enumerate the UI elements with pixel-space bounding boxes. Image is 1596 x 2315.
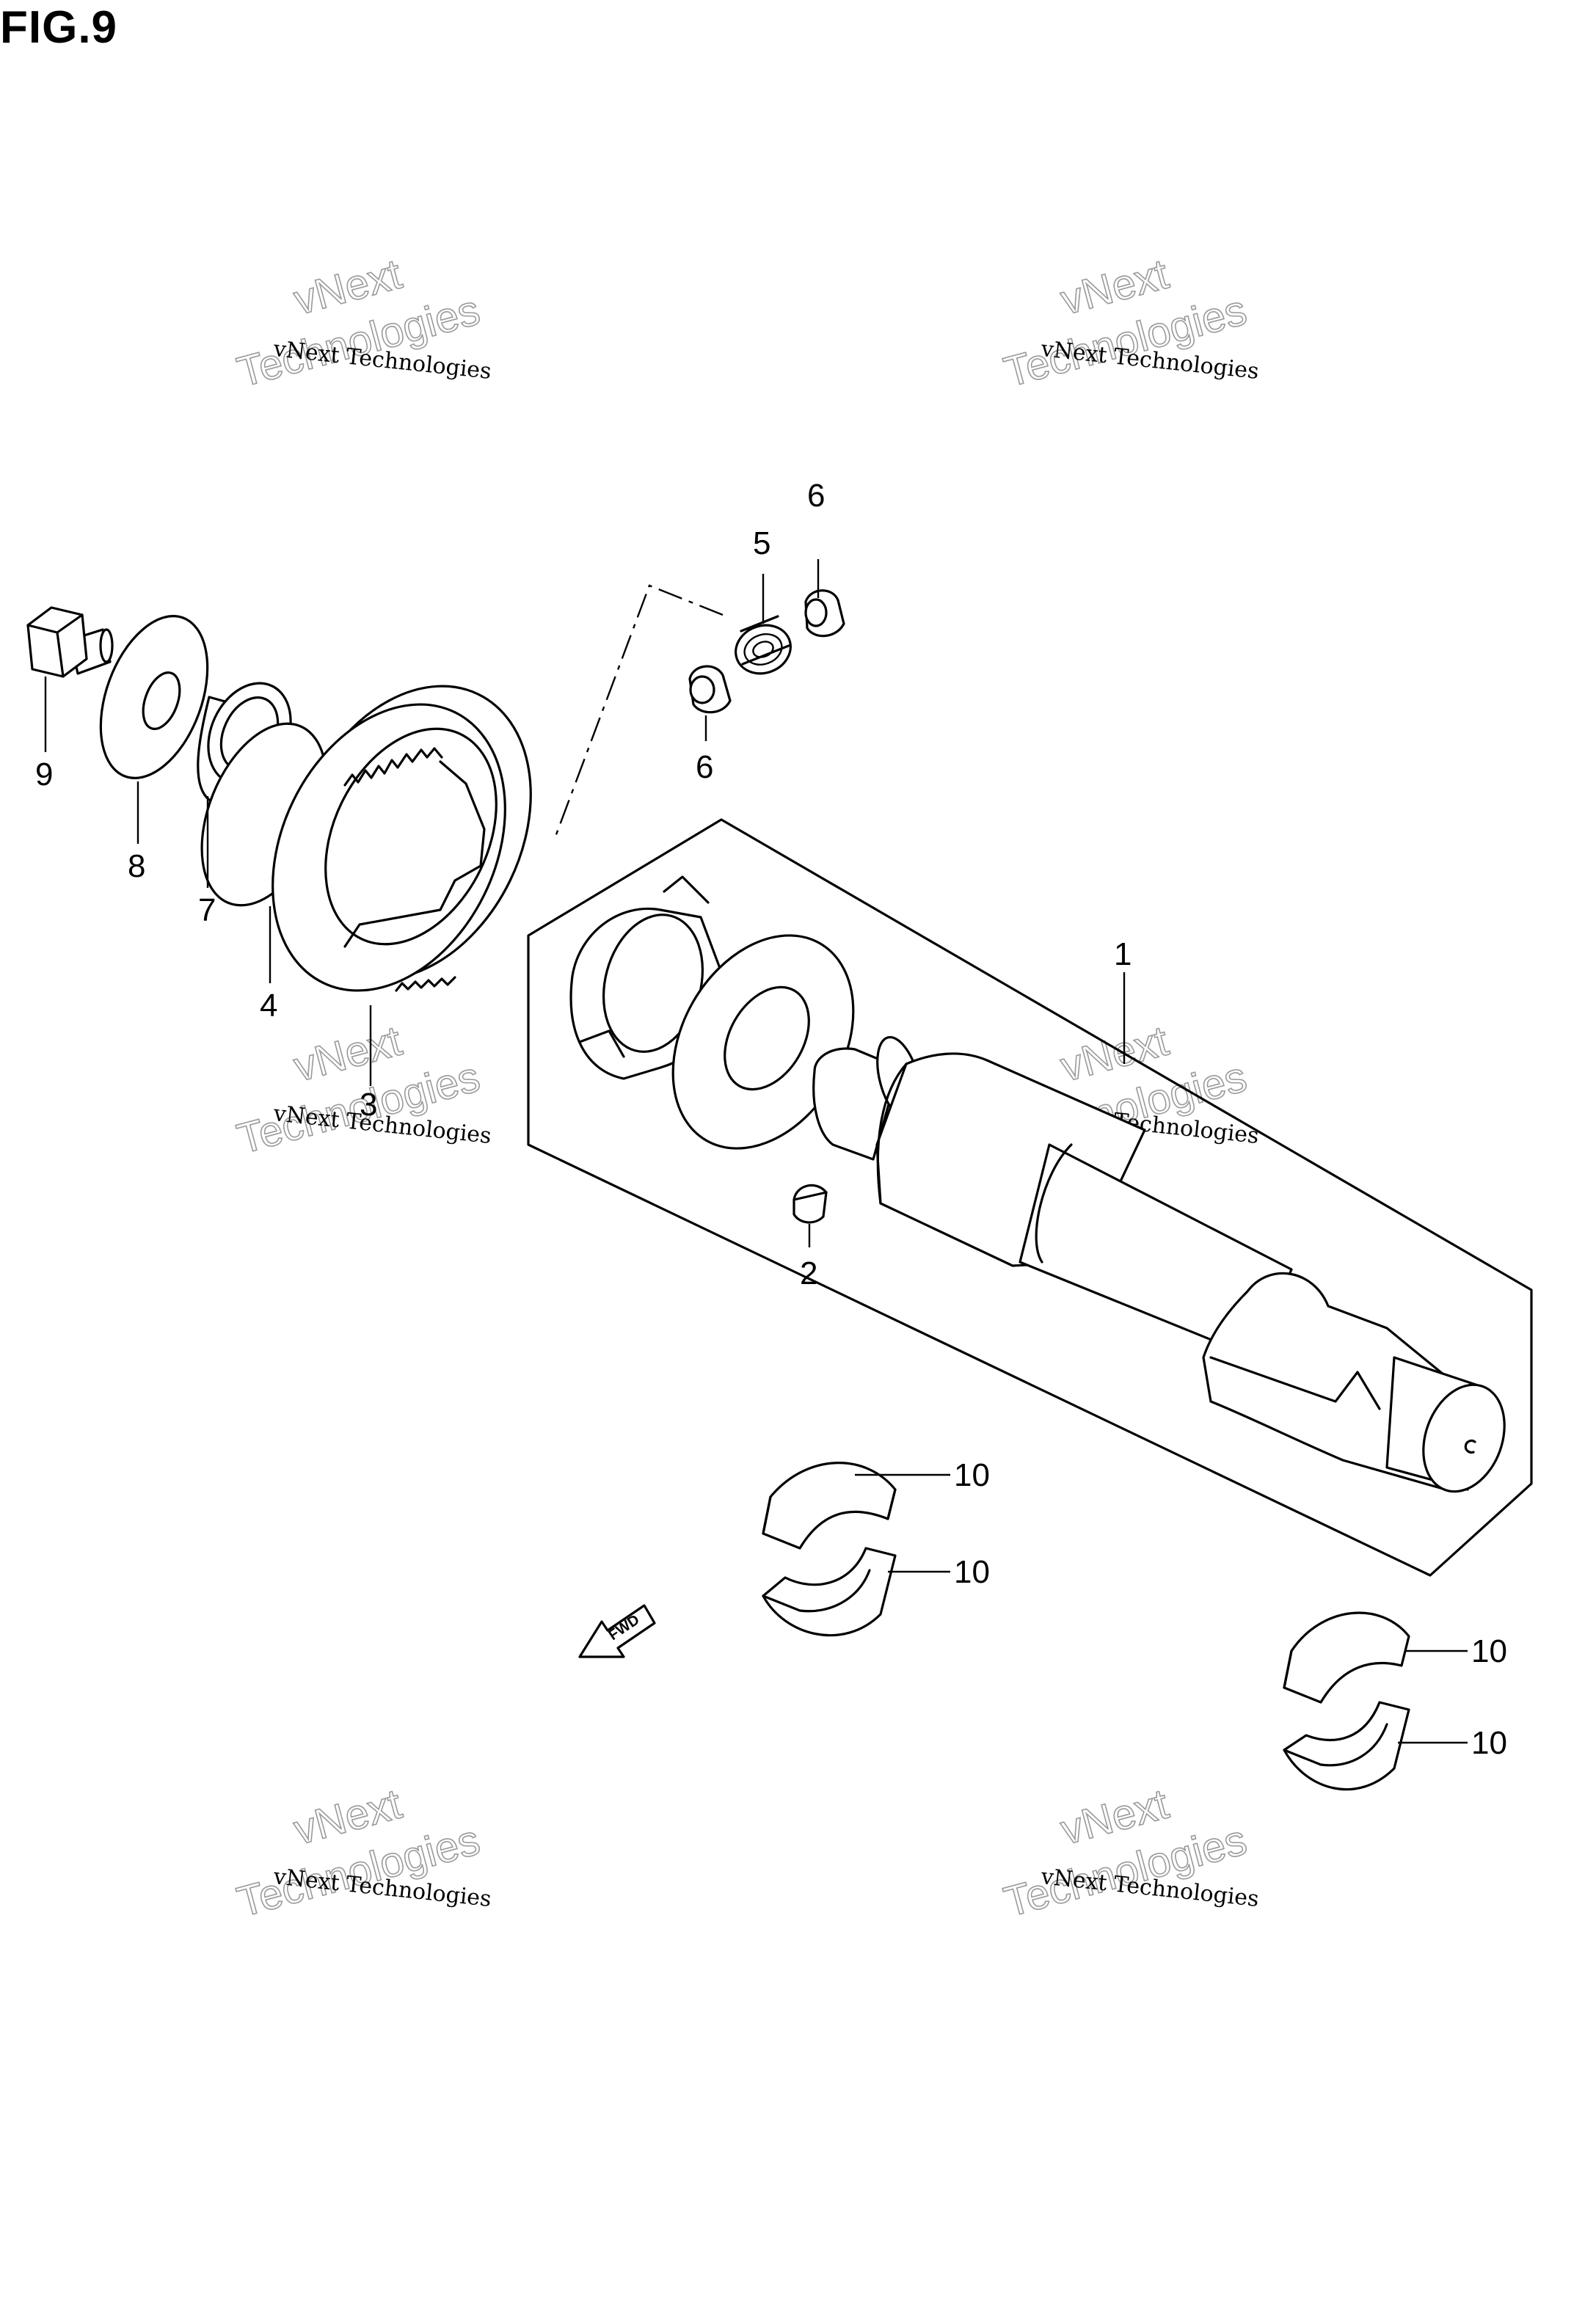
callout-10-a: 10 [954, 1457, 990, 1493]
cap-lower-part [688, 665, 732, 714]
figure-title: FIG.9 [0, 2, 118, 53]
box-washer-part [671, 934, 855, 1150]
callout-2: 2 [800, 1255, 817, 1291]
assembly-leader-dashed [554, 584, 724, 837]
callout-3: 3 [360, 1087, 377, 1123]
callout-9: 9 [35, 757, 53, 792]
callout-1: 1 [1114, 936, 1132, 972]
gear-part [272, 685, 532, 992]
fwd-arrow-icon: FWD [578, 1604, 656, 1658]
callout-10-b: 10 [954, 1554, 990, 1590]
callout-7: 7 [198, 892, 216, 928]
washer-part [99, 615, 209, 779]
key-part [792, 1184, 828, 1224]
callout-5: 5 [753, 525, 770, 561]
callout-10-c: 10 [1471, 1633, 1507, 1669]
callout-6-upper: 6 [807, 478, 825, 514]
assembly-box-outline [527, 818, 1533, 1577]
shaft-part [812, 1035, 1506, 1493]
bolt-part [26, 606, 114, 678]
bearing-lower-left-part [762, 1547, 897, 1637]
bearing-upper-right-part [1283, 1611, 1410, 1704]
spring-part [735, 615, 792, 675]
callout-6-lower: 6 [696, 749, 713, 785]
callout-8: 8 [128, 848, 145, 884]
callout-10-d: 10 [1471, 1725, 1507, 1761]
callout-4: 4 [260, 988, 277, 1024]
bearing-upper-left-part [762, 1462, 897, 1550]
bearing-lower-right-part [1283, 1701, 1410, 1791]
cap-upper-part [804, 589, 845, 638]
